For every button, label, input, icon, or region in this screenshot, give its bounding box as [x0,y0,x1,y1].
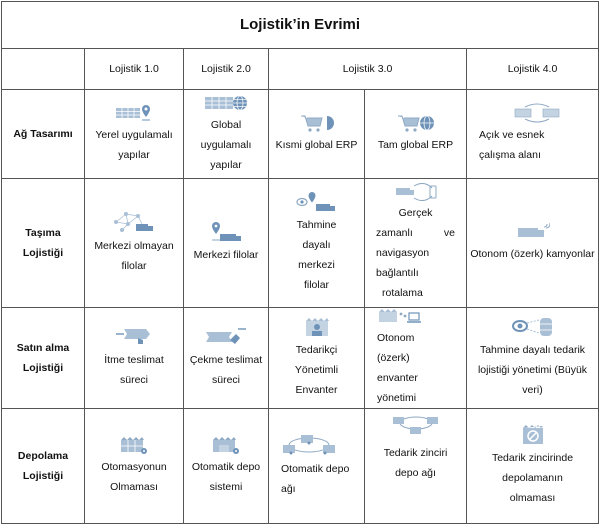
warehouse-laptop-icon [379,309,421,323]
table-row: Ağ Tasarımı Yerel uygulamalı yapılar Glo… [1,89,599,179]
table-cell: Tahmine dayalı tedarik lojistiği yönetim… [466,307,599,409]
cell-text: Çekme teslimat süreci [189,354,263,386]
row-label: Depolama Lojistiği [1,408,85,524]
cell-text: Yerel uygulamalı yapılar [95,129,173,161]
cell-text: Global uygulamalı yapılar [200,119,252,171]
connected-warehouses-icon [514,103,560,123]
push-arrow-hand-icon [116,329,150,344]
row-label-text: Depolama Lojistiği [17,450,69,482]
table-cell: Merkezi filolar [183,178,269,308]
table-row: Taşıma Lojistiği Merkezi olmayan filolar… [1,178,599,308]
table-row: Satın alma Lojistiği İtme teslimat sürec… [1,307,599,409]
table-cell: Tam global ERP [364,89,467,179]
network-truck-icon [114,212,153,232]
cell-text: Merkezi olmayan filolar [94,240,174,272]
header-logistics-1: Lojistik 1.0 [84,48,184,90]
header-empty [1,48,85,90]
cell-text: Tahmine dayalı tedarik lojistiği yönetim… [477,344,588,396]
automated-warehouse-icon [213,437,239,454]
row-label-text: Taşıma Lojistiği [22,227,64,259]
pin-truck-icon [212,222,241,241]
truck-phone-link-icon [395,183,436,201]
header-row: Lojistik 1.0 Lojistik 2.0 Lojistik 3.0 L… [1,48,599,90]
cell-text: Kısmi global ERP [275,139,358,151]
cell-text: Tahmine dayalı merkezi filolar [296,219,337,291]
cell-text: bağlantılı [376,267,419,279]
cell-text: zamanlı [376,227,413,239]
cart-globe-full-icon [397,115,434,132]
warehouse-globe-icon [205,95,247,111]
table-cell: Otonom (özerk) kamyonlar [466,178,599,308]
cell-text-block: Gerçek [368,203,463,223]
warehouse-gear-icon [121,437,147,454]
cell-text: Otonom (özerk) kamyonlar [470,248,595,260]
table-row: Depolama Lojistiği Otomasyonun Olmaması … [1,408,599,524]
row-label-text: Satın alma Lojistiği [16,342,70,374]
cell-text: Tedarik zincirinde depolamanın olmaması [491,452,574,504]
eye-pin-truck-icon [295,192,335,211]
table-cell: Global uygulamalı yapılar [183,89,269,179]
cell-text-block: zamanlı ve [368,223,463,243]
warehouse-supplier-icon [305,318,329,336]
cart-globe-partial-icon [300,115,334,132]
warehouse-location-pin-icon [116,105,150,121]
table-cell: İtme teslimat süreci [84,307,184,409]
row-label-text: Ağ Tasarımı [13,128,73,140]
cell-text: Merkezi filolar [193,249,259,261]
cell-text: ve [443,227,455,239]
cell-text: İtme teslimat süreci [104,354,164,386]
table-cell: Otomatik depo ağı [268,408,365,524]
table-cell: Otomatik depo sistemi [183,408,269,524]
table-cell: Merkezi olmayan filolar [84,178,184,308]
pull-arrow-hand-icon [206,328,246,344]
table-cell: Tedarik zinciri depo ağı [364,408,467,524]
table-cell: Tahmine dayalı merkezi filolar [268,178,365,308]
table-title: Lojistik’in Evrimi [1,1,599,49]
row-label: Ağ Tasarımı [1,89,85,179]
cell-text: Otomatik depo sistemi [191,461,261,493]
table-cell: Gerçek zamanlı ve navigasyon bağlantılı r… [364,178,467,308]
header-logistics-3: Lojistik 3.0 [268,48,467,90]
table-cell: Tedarik zincirinde depolamanın olmaması [466,408,599,524]
header-logistics-4: Lojistik 4.0 [466,48,599,90]
eye-database-icon [511,318,552,336]
header-logistics-2: Lojistik 2.0 [183,48,269,90]
supply-chain-warehouses-icon [392,416,438,434]
row-label: Satın alma Lojistiği [1,307,85,409]
cell-text: Otomasyonun Olmaması [101,461,167,493]
table-cell: Çekme teslimat süreci [183,307,269,409]
cell-text: navigasyon [376,247,430,259]
warehouse-network-icon [283,435,335,455]
cell-text: Tam global ERP [377,139,454,151]
autonomous-truck-icon [517,222,550,237]
table-cell: Otonom (özerk) envanter yönetimi [364,307,467,409]
table-cell: Tedarikçi Yönetimli Envanter [268,307,365,409]
table-cell: Kısmi global ERP [268,89,365,179]
cell-text-block: rotalama [368,283,463,303]
row-label: Taşıma Lojistiği [1,178,85,308]
cell-text: rotalama [382,287,423,299]
cell-text: Tedarikçi Yönetimli Envanter [294,344,339,396]
cell-text: Tedarik zinciri depo ağı [383,447,448,479]
cell-text-block: bağlantılı [368,263,463,283]
cell-text: Gerçek [398,207,433,219]
table-cell: Açık ve esnek çalışma alanı [466,89,599,179]
cell-text: Açık ve esnek çalışma alanı [479,129,545,161]
no-warehouse-icon [522,425,543,444]
cell-text: Otonom (özerk) envanter yönetimi [377,332,418,404]
cell-text-block: navigasyon [368,243,463,263]
table-cell: Yerel uygulamalı yapılar [84,89,184,179]
cell-text: Otomatik depo ağı [281,463,350,495]
table-cell: Otomasyonun Olmaması [84,408,184,524]
